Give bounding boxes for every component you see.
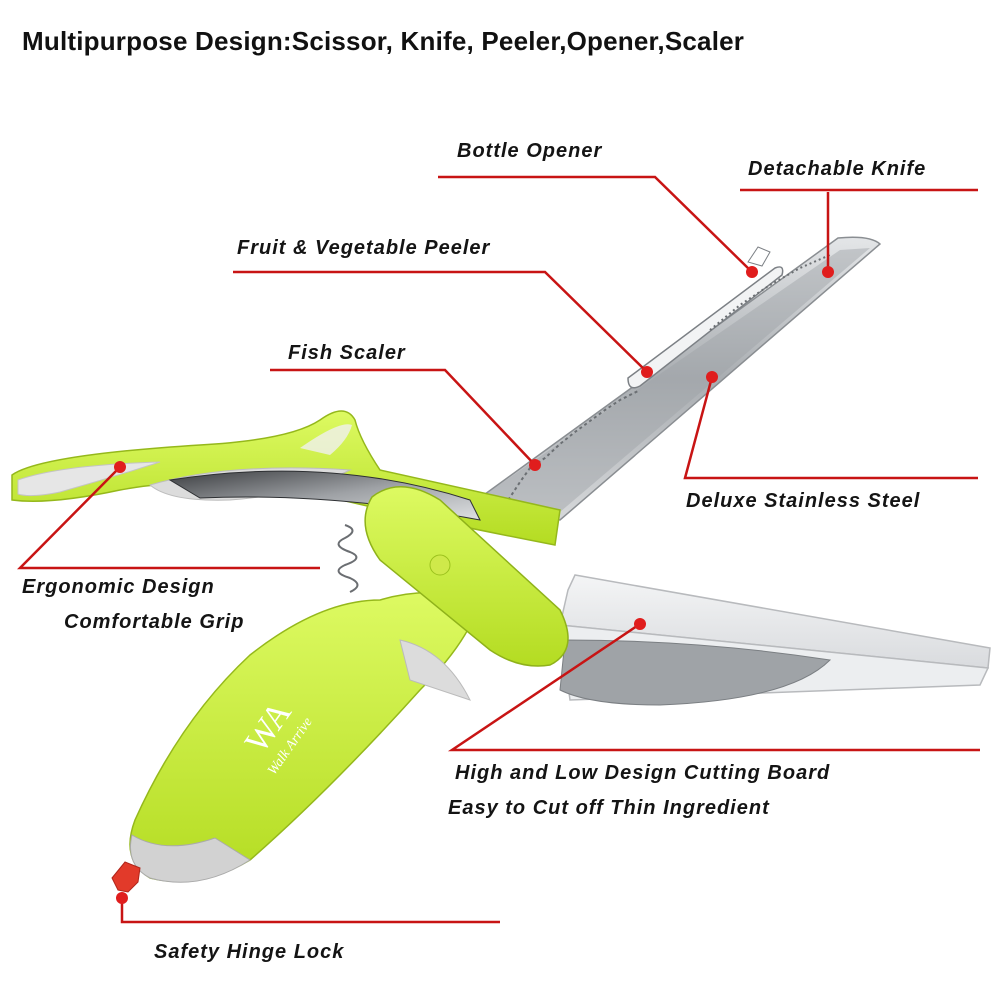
line-stainless-steel [683,376,978,480]
marker-ergonomic [114,461,126,473]
line-cutting-board [447,622,980,752]
line-peeler [233,270,648,373]
marker-fish-scaler [529,459,541,471]
label-cutting-board: High and Low Design Cutting Board [455,762,831,784]
line-ergonomic [17,466,320,570]
knife-blade [468,236,882,521]
line-hinge-lock [120,898,500,924]
label-comfortable-grip: Comfortable Grip [64,611,245,633]
marker-stainless-steel [706,371,718,383]
label-ergonomic-design: Ergonomic Design [22,576,215,598]
label-thin-ingredient: Easy to Cut off Thin Ingredient [448,797,770,819]
page-title: Multipurpose Design:Scissor, Knife, Peel… [22,26,745,56]
marker-peeler [641,366,653,378]
label-detachable-knife: Detachable Knife [748,158,927,180]
label-stainless-steel: Deluxe Stainless Steel [686,490,921,512]
marker-bottle-opener [746,266,758,278]
spring [337,524,359,593]
scissor-blade [168,470,481,521]
marker-hinge-lock [116,892,128,904]
callout-markers [114,266,834,904]
pivot-cover [364,485,569,667]
line-fish-scaler [270,368,536,466]
pivot-screw [429,554,451,576]
marker-detachable-knife [822,266,834,278]
label-peeler: Fruit & Vegetable Peeler [237,237,491,259]
hinge-lock [111,861,141,893]
cutting-board [559,574,991,706]
line-bottle-opener [438,175,753,273]
marker-cutting-board [634,618,646,630]
label-fish-scaler: Fish Scaler [288,342,406,364]
label-hinge-lock: Safety Hinge Lock [154,941,345,963]
label-bottle-opener: Bottle Opener [457,140,603,162]
callout-lines [17,175,980,924]
